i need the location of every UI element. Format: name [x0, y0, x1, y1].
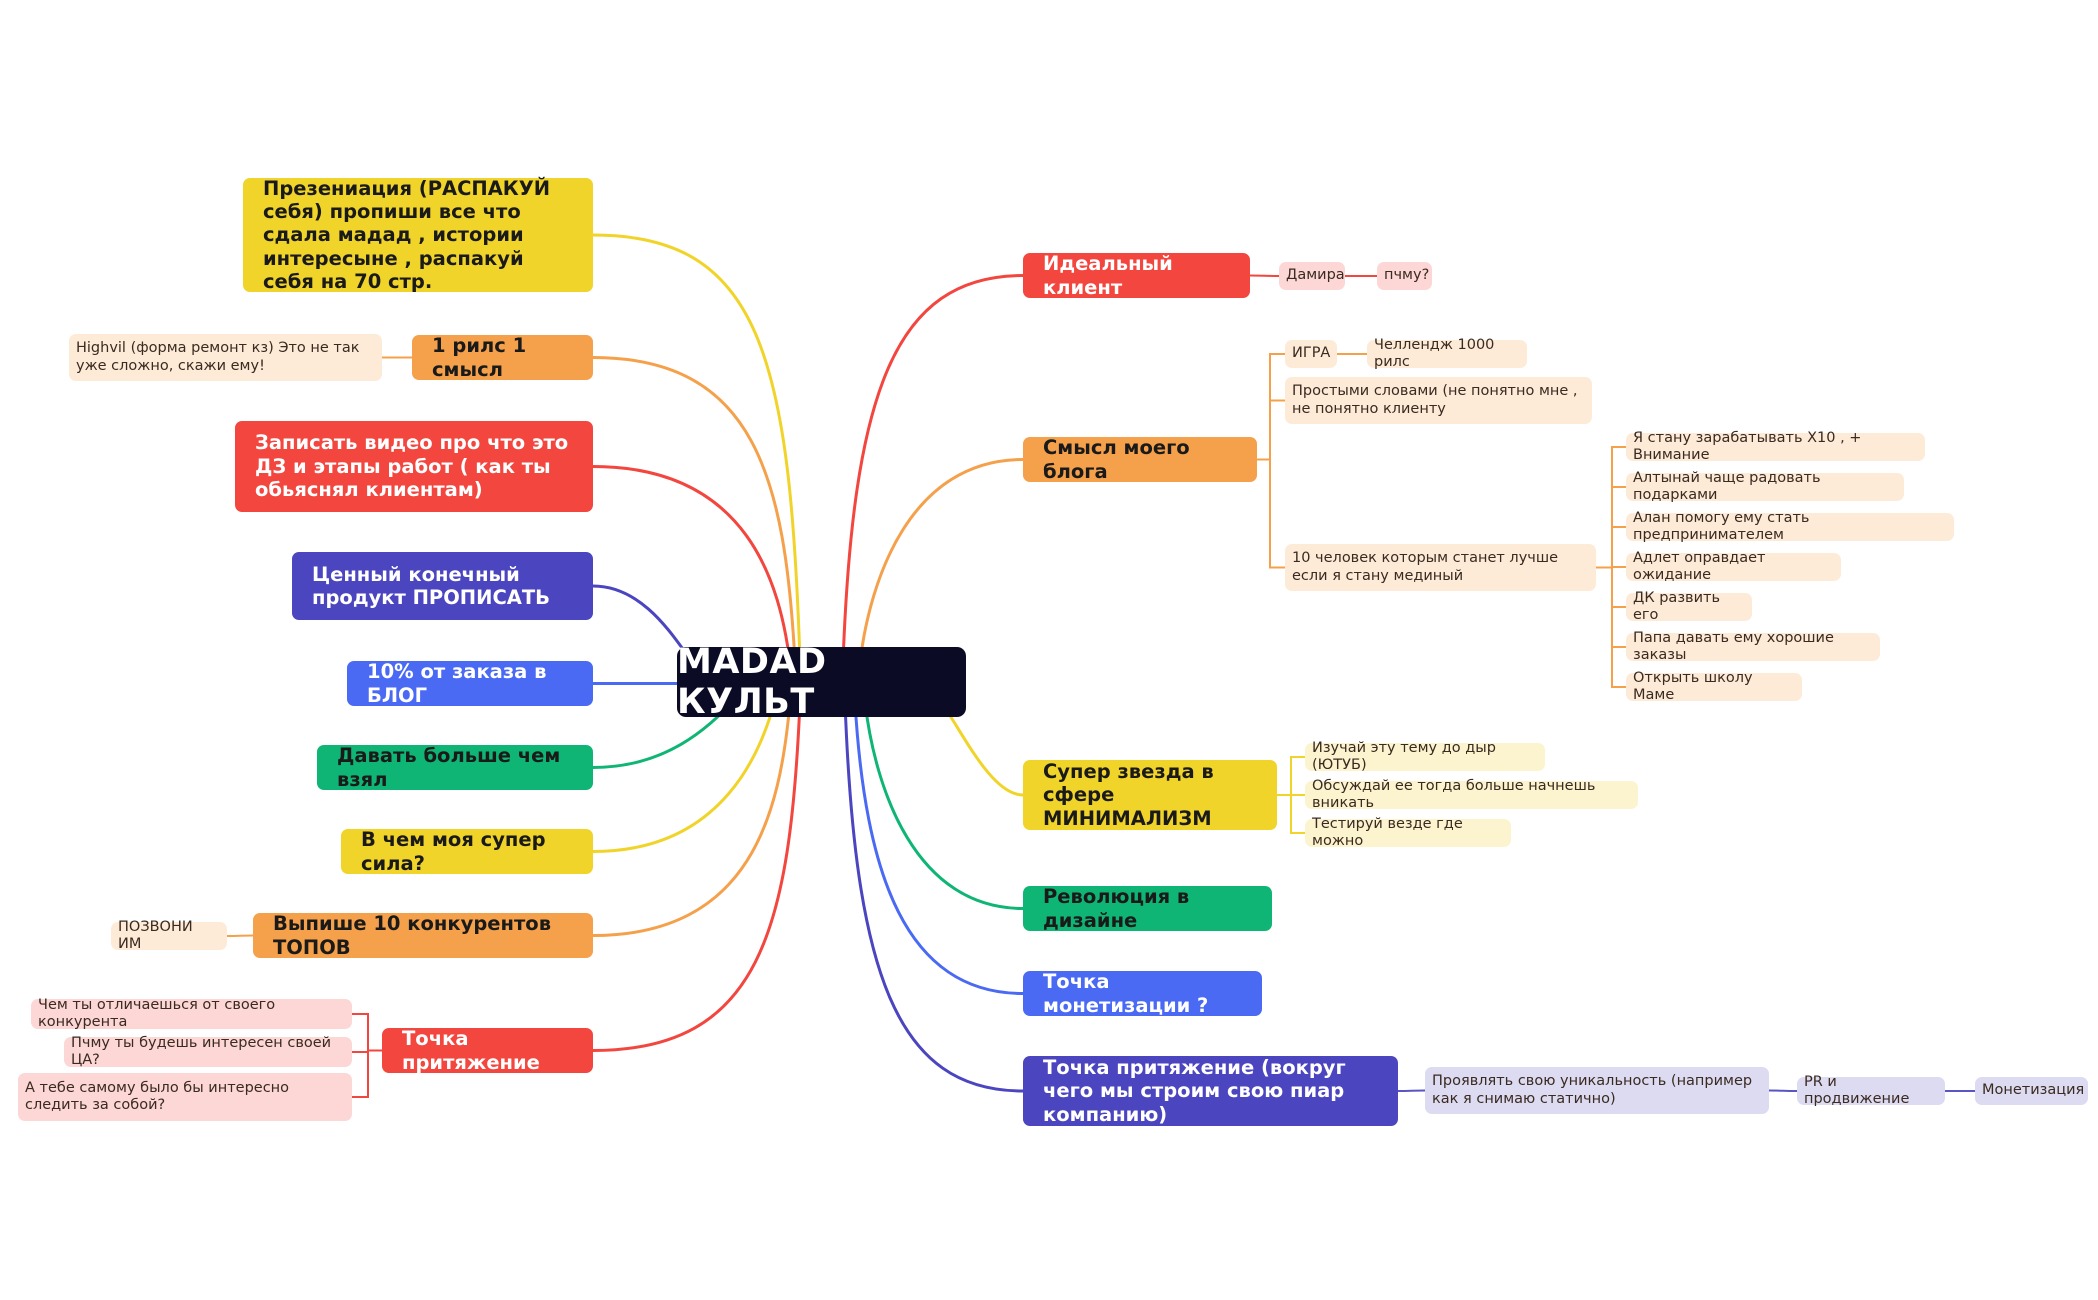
branch-valuable-product[interactable]: Ценный конечный продукт ПРОПИСАТЬ — [292, 552, 593, 620]
connector-power — [591, 700, 777, 853]
connector-line — [1276, 756, 1306, 796]
branch-reels[interactable]: 1 рилс 1 смысл — [412, 334, 593, 381]
branch-ten-percent[interactable]: 10% от заказа в БЛОГ — [347, 660, 593, 707]
leaf-ten-people[interactable]: 10 человек которым станет лучше если я с… — [1285, 544, 1596, 591]
connector-attraction — [591, 700, 802, 1052]
leaf-person[interactable]: ДК развить его — [1626, 590, 1752, 623]
connector-video — [591, 465, 792, 664]
connector-presentation — [591, 233, 802, 664]
connector-client — [841, 274, 1025, 664]
leaf-attraction-difference[interactable]: Чем ты отличаешься от своего конкурента — [31, 997, 352, 1030]
connector-line — [1595, 566, 1627, 688]
leaf-damira[interactable]: Дамира — [1279, 262, 1345, 290]
branch-design-revolution[interactable]: Революция в дизайне — [1023, 885, 1272, 932]
leaf-person[interactable]: Алан помогу ему стать предпринимателем — [1626, 510, 1954, 543]
leaf-person[interactable]: Папа давать ему хорошие заказы — [1626, 630, 1880, 663]
leaf-pr-promotion[interactable]: PR и продвижение — [1797, 1074, 1945, 1107]
connector-competitors — [591, 700, 792, 937]
connector-revolution — [863, 700, 1025, 910]
branch-competitors[interactable]: Выпише 10 конкурентов ТОПОВ — [253, 912, 593, 959]
leaf-person[interactable]: Адлет оправдает ожидание — [1626, 550, 1841, 583]
connector-blog — [858, 458, 1025, 664]
leaf-uniqueness[interactable]: Проявлять свою уникальность (например ка… — [1425, 1067, 1769, 1114]
branch-give-more[interactable]: Давать больше чем взял — [317, 744, 593, 791]
connector-reels — [591, 356, 797, 664]
branch-attraction-point[interactable]: Точка притяжение — [382, 1027, 593, 1074]
leaf-call-them[interactable]: ПОЗВОНИ ИМ — [111, 919, 227, 952]
connector-line — [1276, 794, 1306, 834]
connector-line — [226, 934, 254, 937]
leaf-person[interactable]: Алтынай чаще радовать подарками — [1626, 470, 1904, 503]
connector-line — [1256, 399, 1286, 461]
connector-pr-point — [843, 700, 1025, 1093]
leaf-attraction-self[interactable]: А тебе самому было бы интересно следить … — [18, 1073, 352, 1121]
connector-line — [1249, 274, 1280, 277]
branch-presentation[interactable]: Презениация (РАСПАКУЙ себя) пропиши все … — [243, 177, 593, 293]
branch-blog-meaning[interactable]: Смысл моего блога — [1023, 436, 1257, 483]
leaf-star-discuss[interactable]: Обсуждай ее тогда больше начнешь вникать — [1305, 778, 1638, 811]
leaf-why[interactable]: пчму? — [1377, 262, 1432, 290]
branch-ideal-client[interactable]: Идеальный клиент — [1023, 252, 1250, 299]
connector-line — [351, 1013, 383, 1052]
connector-line — [1397, 1089, 1426, 1092]
branch-record-video[interactable]: Записать видео про что это ДЗ и этапы ра… — [235, 421, 593, 512]
leaf-simple-words[interactable]: Простыми словами (не понятно мне , не по… — [1285, 377, 1592, 424]
connector-line — [1768, 1089, 1798, 1092]
leaf-game[interactable]: ИГРА — [1285, 340, 1337, 368]
leaf-highvil[interactable]: Highvil (форма ремонт кз) Это не так уже… — [69, 334, 382, 381]
branch-super-star[interactable]: Супер звезда в сфере МИНИМАЛИЗМ — [1023, 760, 1277, 830]
central-topic[interactable]: MADAD КУЛЬТ — [677, 642, 966, 722]
connector-line — [351, 1049, 383, 1098]
leaf-person[interactable]: Я стану зарабатывать Х10 , + Внимание — [1626, 430, 1925, 463]
leaf-star-study[interactable]: Изучай эту тему до дыр (ЮТУБ) — [1305, 740, 1545, 773]
leaf-star-test[interactable]: Тестируй везде где можно — [1305, 816, 1511, 849]
leaf-attraction-audience[interactable]: Пчму ты будешь интересен своей ЦА? — [64, 1035, 352, 1068]
connector-line — [1256, 458, 1286, 569]
branch-monetization-point[interactable]: Точка монетизации ? — [1023, 970, 1262, 1017]
leaf-monetization[interactable]: Монетизация — [1975, 1077, 2088, 1105]
connector-monet — [853, 700, 1025, 995]
branch-super-power[interactable]: В чем моя супер сила? — [341, 828, 593, 875]
leaf-challenge[interactable]: Челлендж 1000 рилс — [1367, 337, 1527, 370]
leaf-person[interactable]: Открыть школу Маме — [1626, 670, 1802, 703]
connector-line — [1595, 526, 1627, 569]
branch-pr-attraction-point[interactable]: Точка притяжение (вокруг чего мы строим … — [1023, 1056, 1398, 1126]
